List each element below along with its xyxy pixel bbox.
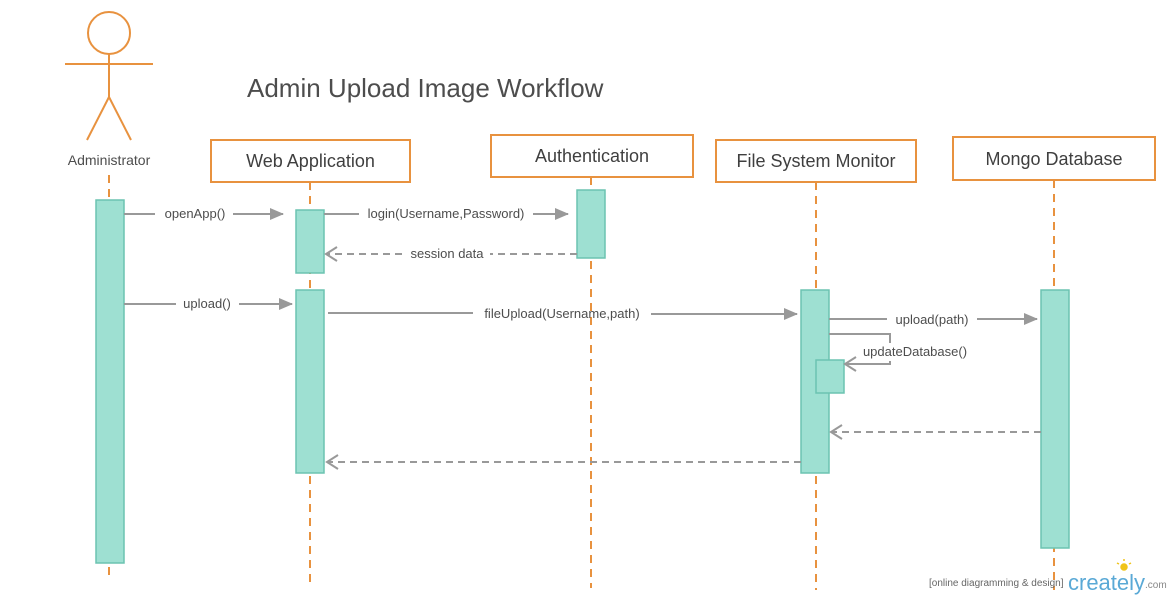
watermark-brand: creately [1068, 570, 1145, 595]
sun-icon [1116, 559, 1132, 571]
activation-bar-file-system-monitor-nested [815, 359, 845, 394]
message-label: login(Username,Password) [368, 206, 525, 221]
message-return-fsm[interactable] [325, 454, 801, 470]
activation-bars [95, 189, 1070, 564]
message-upload[interactable]: upload() [124, 296, 293, 311]
lifeline-label: File System Monitor [736, 151, 895, 171]
message-open-app[interactable]: openApp() [124, 206, 284, 221]
lifeline-authentication[interactable]: Authentication [490, 134, 694, 178]
watermark: [online diagramming & design] creately .… [929, 559, 1167, 595]
message-label: upload() [183, 296, 231, 311]
message-upload-path[interactable]: upload(path) [829, 312, 1038, 327]
activation-bar-administrator [95, 199, 125, 564]
message-label: openApp() [165, 206, 226, 221]
message-file-upload[interactable]: fileUpload(Username,path) [328, 306, 798, 321]
message-return-mongo[interactable] [829, 424, 1041, 440]
activation-bar-web-app-2 [295, 289, 325, 474]
diagram-title: Admin Upload Image Workflow [247, 73, 604, 103]
message-session-data[interactable]: session data [324, 246, 577, 262]
lifeline-label: Mongo Database [985, 149, 1122, 169]
lifeline-label: Authentication [535, 146, 649, 166]
lifeline-label: Web Application [246, 151, 375, 171]
lifeline-file-system-monitor[interactable]: File System Monitor [715, 139, 917, 183]
message-update-database[interactable]: updateDatabase() [829, 333, 968, 372]
message-label: session data [411, 246, 485, 261]
message-label: updateDatabase() [863, 344, 967, 359]
lifeline-mongo-database[interactable]: Mongo Database [952, 136, 1156, 181]
watermark-domain: .com [1145, 580, 1167, 591]
message-login[interactable]: login(Username,Password) [324, 206, 569, 221]
activation-bar-web-app-1 [295, 209, 325, 274]
activation-bar-mongo-database [1040, 289, 1070, 549]
activation-bar-authentication [576, 189, 606, 259]
actor-label: Administrator [68, 152, 151, 168]
lifeline-web-application[interactable]: Web Application [210, 139, 411, 183]
message-label: upload(path) [896, 312, 969, 327]
stick-figure-icon [65, 11, 153, 141]
message-label: fileUpload(Username,path) [484, 306, 639, 321]
administrator-actor[interactable]: Administrator [65, 11, 153, 168]
watermark-tagline: [online diagramming & design] [929, 578, 1064, 589]
